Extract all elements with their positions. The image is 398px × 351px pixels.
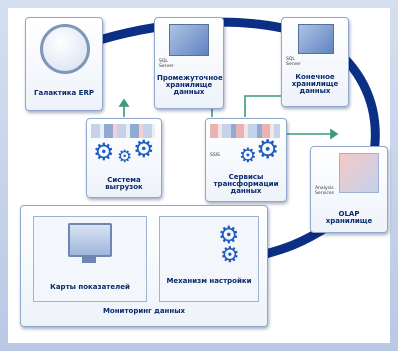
final-storage-node: SQL Server Конечное хранилище данных bbox=[281, 17, 349, 107]
extraction-label: Система выгрузок bbox=[105, 176, 143, 191]
olap-label: OLAP хранилище bbox=[325, 210, 373, 225]
gear-icon: ⚙ bbox=[239, 143, 257, 167]
monitoring-panel: Карты показателей ⚙ ⚙ Механизм настройки… bbox=[20, 205, 268, 327]
monitoring-title: Мониторинг данных bbox=[102, 307, 186, 315]
tuning-panel: ⚙ ⚙ Механизм настройки bbox=[159, 216, 259, 302]
erp-node: Галактика ERP bbox=[25, 17, 103, 111]
tuning-label: Механизм настройки bbox=[166, 277, 252, 285]
scorecards-panel: Карты показателей bbox=[33, 216, 147, 302]
extraction-node: ⚙ ⚙ ⚙ Система выгрузок bbox=[86, 118, 162, 198]
staging-tag: SQL Server bbox=[159, 59, 174, 69]
final-tag: SQL Server bbox=[286, 57, 301, 67]
erp-label: Галактика ERP bbox=[34, 89, 94, 97]
olap-tag: Analysis Services bbox=[315, 186, 334, 196]
globe-icon bbox=[40, 24, 90, 74]
gear-icon: ⚙ bbox=[133, 135, 155, 163]
box-icon bbox=[169, 24, 209, 56]
transformation-node: SSIS ⚙ ⚙ Сервисы трансформации данных bbox=[205, 118, 287, 202]
final-label: Конечное хранилище данных bbox=[291, 73, 339, 95]
gear-icon: ⚙ bbox=[220, 243, 240, 268]
gear-icon: ⚙ bbox=[117, 147, 133, 167]
cube-icon bbox=[339, 153, 379, 193]
transformation-label: Сервисы трансформации данных bbox=[213, 173, 279, 195]
blocks-icon bbox=[210, 124, 280, 138]
gear-icon: ⚙ bbox=[256, 135, 280, 165]
staging-node: SQL Server Промежуточное хранилище данны… bbox=[154, 17, 224, 109]
olap-node: Analysis Services OLAP хранилище bbox=[310, 146, 388, 233]
flow-arc bbox=[25, 17, 380, 260]
monitor-icon bbox=[68, 223, 112, 257]
transformation-tag: SSIS bbox=[210, 153, 220, 158]
monitor-stand-icon bbox=[82, 257, 96, 263]
box-icon bbox=[298, 24, 334, 54]
gear-icon: ⚙ bbox=[218, 221, 240, 249]
scorecards-label: Карты показателей bbox=[50, 283, 130, 291]
blocks-icon bbox=[91, 124, 155, 138]
staging-label: Промежуточное хранилище данных bbox=[157, 74, 223, 96]
gear-icon: ⚙ bbox=[93, 138, 115, 166]
